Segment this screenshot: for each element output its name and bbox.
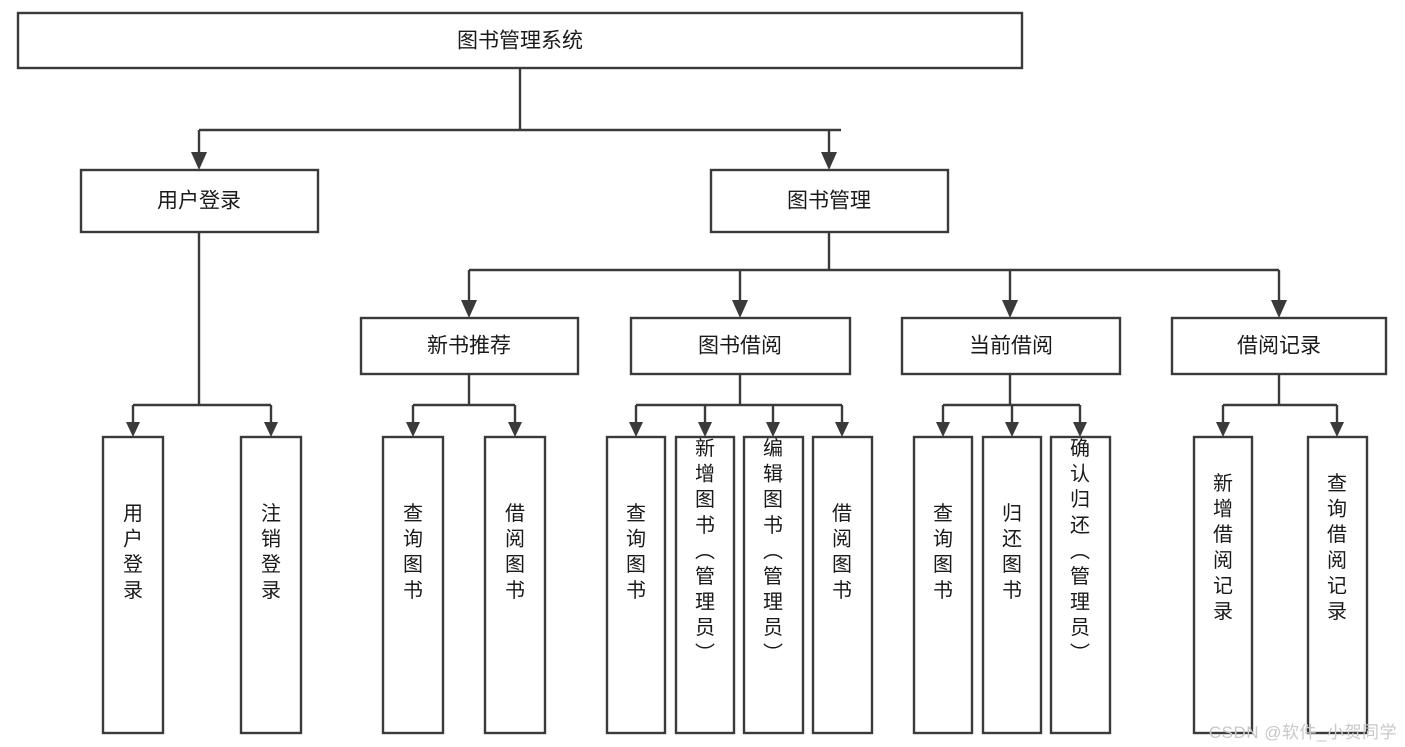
node-book-management-label: 图书管理	[787, 190, 871, 213]
node-leaf-query-book-current-box	[912, 435, 974, 735]
node-leaf-user-login-label: 用户登录	[123, 503, 143, 602]
node-leaf-return-book[interactable]: 归还图书	[981, 435, 1043, 735]
arrow-to-leaf-user-login	[126, 422, 140, 437]
node-leaf-add-book-admin-box	[674, 435, 736, 735]
node-leaf-query-book-borrow-label: 查询图书	[626, 502, 646, 602]
node-leaf-query-book-current[interactable]: 查询图书	[912, 435, 974, 735]
node-leaf-query-borrow-record[interactable]: 查询借阅记录	[1306, 435, 1369, 735]
arrow-to-leaf-query-book-3	[936, 422, 950, 437]
arrow-to-leaf-logout	[264, 422, 278, 437]
arrow-to-newbook	[461, 300, 477, 318]
connectors-userlogin-to-leaves	[126, 232, 278, 437]
node-user-login[interactable]: 用户登录	[79, 168, 320, 234]
node-leaf-return-book-label: 归还图书	[1002, 502, 1022, 602]
arrow-to-records	[1271, 300, 1287, 318]
node-book-borrow-label: 图书借阅	[698, 335, 782, 358]
csdn-watermark: CSDN @软件_小贺同学	[1208, 723, 1397, 742]
connectors-current-to-leaves	[936, 374, 1087, 437]
node-current-borrow-label: 当前借阅	[969, 335, 1053, 358]
node-borrow-records[interactable]: 借阅记录	[1170, 316, 1388, 376]
node-leaf-add-borrow-record[interactable]: 新增借阅记录	[1192, 435, 1254, 735]
node-leaf-confirm-return-admin-box	[1049, 435, 1112, 735]
node-leaf-user-login[interactable]: 用户登录	[101, 435, 165, 735]
node-leaf-borrow-book-borrow-box	[811, 435, 874, 735]
node-leaf-query-book-current-label: 查询图书	[933, 502, 953, 602]
node-current-borrow-box	[900, 316, 1122, 376]
arrow-to-leaf-borrow-book-1	[508, 422, 522, 437]
node-leaf-query-book-newbook-box	[381, 435, 445, 735]
node-root-box	[16, 11, 1024, 70]
node-leaf-confirm-return-admin-label: 确认归还︵管理员︶	[1070, 437, 1090, 665]
arrow-to-leaf-confirm-return	[1073, 422, 1087, 437]
arrow-to-leaf-add-record	[1216, 422, 1230, 437]
connectors-records-to-leaves	[1216, 374, 1344, 437]
node-root-system[interactable]: 图书管理系统	[16, 11, 1024, 70]
arrow-to-leaf-borrow-book-2	[835, 422, 849, 437]
node-leaf-edit-book-admin[interactable]: 编辑图书︵管理员︶	[742, 435, 805, 735]
node-leaf-query-borrow-record-box	[1306, 435, 1369, 735]
node-leaf-borrow-book-newbook-box	[483, 435, 547, 735]
node-book-borrow[interactable]: 图书借阅	[629, 316, 852, 376]
arrow-to-borrow	[732, 300, 748, 318]
arrow-to-current	[1002, 300, 1018, 318]
arrow-to-leaf-query-book-1	[406, 422, 420, 437]
node-leaf-borrow-book-borrow-label: 借阅图书	[832, 502, 852, 602]
connectors-borrow-to-leaves	[629, 374, 849, 437]
node-leaf-borrow-book-newbook[interactable]: 借阅图书	[483, 435, 547, 735]
node-root-label: 图书管理系统	[457, 30, 583, 53]
node-book-management-box	[709, 168, 950, 234]
node-new-book-recommend[interactable]: 新书推荐	[359, 316, 580, 376]
arrow-to-book-mgmt	[821, 152, 837, 170]
arrow-to-leaf-return-book	[1005, 422, 1019, 437]
connectors-newbook-to-leaves	[406, 374, 522, 437]
node-user-login-label: 用户登录	[157, 190, 241, 213]
node-leaf-return-book-box	[981, 435, 1043, 735]
node-leaf-query-book-borrow-box	[605, 435, 667, 735]
node-leaf-query-borrow-record-label: 查询借阅记录	[1327, 472, 1347, 623]
arrow-to-leaf-query-record	[1330, 422, 1344, 437]
connectors-root-to-level2	[191, 68, 841, 170]
node-leaf-query-book-newbook-label: 查询图书	[403, 502, 423, 602]
node-leaf-edit-book-admin-label: 编辑图书︵管理员︶	[763, 437, 783, 665]
node-leaf-borrow-book-borrow[interactable]: 借阅图书	[811, 435, 874, 735]
node-leaf-logout-box	[239, 435, 303, 735]
node-leaf-add-borrow-record-label: 新增借阅记录	[1213, 472, 1233, 623]
node-book-borrow-box	[629, 316, 852, 376]
node-user-login-box	[79, 168, 320, 234]
arrow-to-leaf-add-book	[698, 422, 712, 437]
node-leaf-add-book-admin-label: 新增图书︵管理员︶	[695, 437, 715, 665]
node-new-book-recommend-box	[359, 316, 580, 376]
node-leaf-query-book-newbook[interactable]: 查询图书	[381, 435, 445, 735]
node-leaf-edit-book-admin-box	[742, 435, 805, 735]
node-leaf-borrow-book-newbook-label: 借阅图书	[505, 502, 525, 602]
node-leaf-add-borrow-record-box	[1192, 435, 1254, 735]
node-new-book-recommend-label: 新书推荐	[427, 335, 511, 358]
arrow-to-leaf-edit-book	[766, 422, 780, 437]
arrow-to-leaf-query-book-2	[629, 422, 643, 437]
arrow-to-user-login	[191, 152, 207, 170]
node-current-borrow[interactable]: 当前借阅	[900, 316, 1122, 376]
node-borrow-records-label: 借阅记录	[1237, 335, 1321, 358]
node-book-management[interactable]: 图书管理	[709, 168, 950, 234]
connectors-bookmgmt-to-level3	[461, 232, 1287, 318]
node-leaf-confirm-return-admin[interactable]: 确认归还︵管理员︶	[1049, 435, 1112, 735]
node-leaf-logout[interactable]: 注销登录	[239, 435, 303, 735]
node-leaf-query-book-borrow[interactable]: 查询图书	[605, 435, 667, 735]
node-leaf-logout-label: 注销登录	[261, 502, 281, 602]
node-leaf-add-book-admin[interactable]: 新增图书︵管理员︶	[674, 435, 736, 735]
node-borrow-records-box	[1170, 316, 1388, 376]
node-leaf-user-login-box	[101, 435, 165, 735]
